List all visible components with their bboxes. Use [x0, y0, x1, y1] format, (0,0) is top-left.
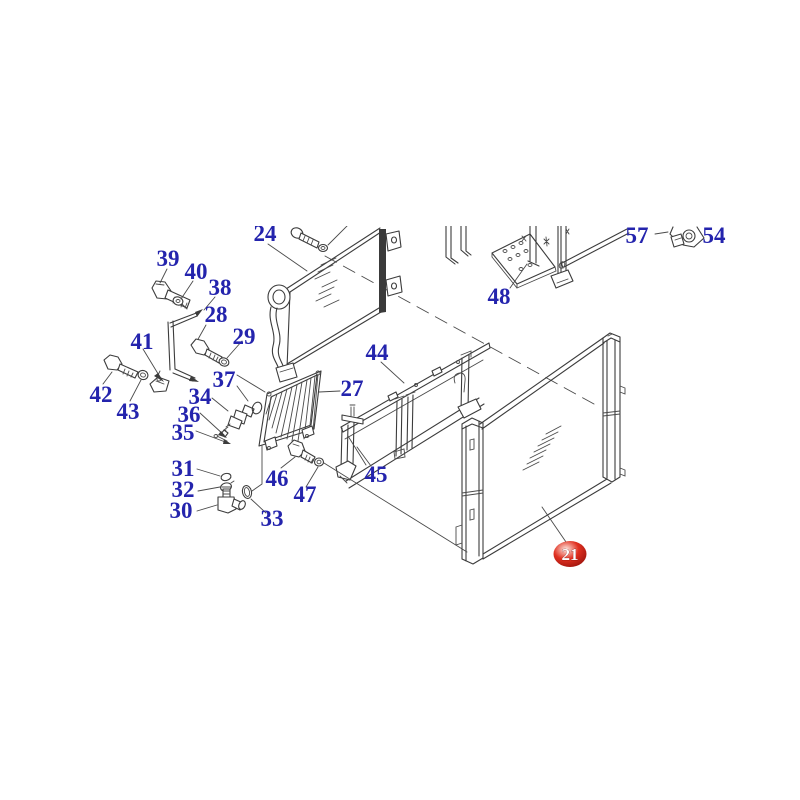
- leader-43: [129, 379, 142, 402]
- leader-34: [211, 397, 229, 412]
- leader-48: [509, 263, 528, 289]
- leader-29: [226, 340, 243, 359]
- leader-37b: [236, 385, 249, 402]
- upper-radiator-24: [267, 226, 403, 383]
- leader-30: [196, 504, 218, 512]
- bolt-28: [190, 338, 223, 364]
- fittings-group: [196, 445, 267, 514]
- callout-34: 34: [189, 384, 213, 409]
- bolt-marks: [521, 228, 570, 247]
- callout-44: 44: [366, 340, 390, 365]
- leader-35: [195, 430, 229, 444]
- bracket-54: [654, 226, 705, 248]
- callout-45: 45: [365, 462, 388, 487]
- leader-36: [199, 412, 225, 436]
- cooler-core-hatch: [265, 373, 319, 442]
- elbow-30: [217, 486, 246, 514]
- leader-44: [380, 361, 405, 384]
- callout-37: 37: [213, 367, 236, 392]
- callout-32: 32: [172, 477, 195, 502]
- callout-41: 41: [131, 329, 154, 354]
- bolt-top: [290, 226, 348, 253]
- o-ring-33: [241, 485, 253, 499]
- bolt-42: [102, 354, 139, 385]
- callout-40: 40: [185, 259, 208, 284]
- badge-21: 21: [553, 541, 587, 567]
- leader-27: [318, 390, 341, 393]
- left-fasteners-group: [102, 268, 243, 402]
- leader-37a: [236, 374, 266, 393]
- leader-21: [541, 506, 567, 543]
- pipe-line: [251, 445, 263, 492]
- callout-35: 35: [172, 420, 195, 445]
- callout-48: 48: [488, 284, 511, 309]
- washer-29: [218, 340, 243, 367]
- callout-33: 33: [261, 506, 284, 531]
- callout-57: 57: [626, 223, 649, 248]
- leader-24: [267, 243, 308, 272]
- screw-40: [172, 280, 194, 310]
- callout-36: 36: [178, 402, 201, 427]
- callout-38: 38: [209, 275, 232, 300]
- main-radiator-21: [323, 332, 626, 565]
- leader-40: [180, 280, 194, 300]
- callout-43: 43: [117, 399, 140, 424]
- callout-47: 47: [294, 482, 317, 507]
- leader-33: [250, 498, 267, 514]
- leader-45: [347, 435, 372, 467]
- leader-32: [197, 486, 221, 492]
- clamp-41: [142, 348, 170, 393]
- callout-54: 54: [703, 223, 727, 248]
- ring-31: [220, 472, 232, 482]
- callout-39: 39: [157, 246, 180, 271]
- callout-46: 46: [266, 466, 289, 491]
- leader-31: [196, 468, 221, 477]
- support-frame-44: [335, 342, 491, 489]
- leader-46: [280, 456, 296, 469]
- stud-leader-47: [323, 462, 468, 553]
- pin-35: [216, 435, 228, 442]
- callout-28: 28: [205, 302, 228, 327]
- sensor-34-group: [195, 374, 266, 444]
- leader-42: [102, 371, 113, 385]
- rod-57: [558, 228, 630, 269]
- leader-41: [142, 348, 161, 378]
- callout-29: 29: [233, 324, 256, 349]
- radiator-face-hatch: [522, 425, 562, 471]
- radiator-right-channel: [602, 332, 626, 483]
- nut-47: [313, 457, 325, 467]
- callout-27: 27: [341, 376, 364, 401]
- leader-28: [196, 324, 207, 342]
- badge-label: 21: [562, 545, 579, 564]
- washer-43: [129, 369, 149, 402]
- assembly-axis-dashed-line: [324, 255, 595, 405]
- leader-39: [159, 268, 168, 284]
- radiator-left-channel: [455, 417, 484, 565]
- callout-24: 24: [254, 221, 278, 246]
- callout-30: 30: [170, 498, 193, 523]
- oil-cooler-27: [258, 370, 341, 451]
- leader-54: [654, 231, 669, 235]
- bolt-46-group: [280, 439, 325, 488]
- callout-42: 42: [90, 382, 113, 407]
- leader-38: [203, 296, 216, 311]
- leader-47: [305, 466, 319, 488]
- callout-31: 31: [172, 456, 195, 481]
- bracket-28: [167, 296, 216, 382]
- o-ring-37: [251, 401, 263, 415]
- mount-bracket-48: [445, 226, 574, 289]
- core-hatch-marks: [314, 257, 340, 308]
